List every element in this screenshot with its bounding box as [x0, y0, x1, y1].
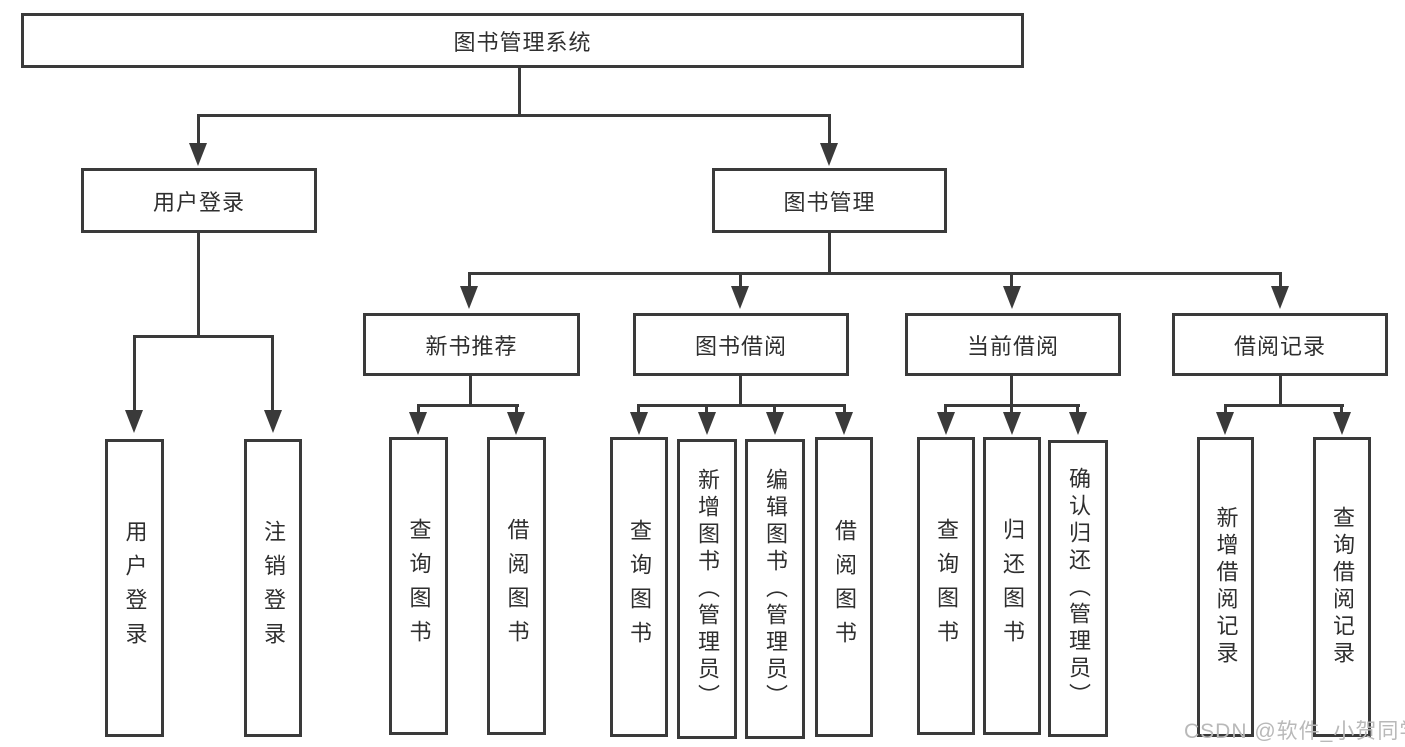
connector-line [417, 404, 519, 407]
leaf-borrow-add-book-admin: 新增图书（管理员） [677, 439, 737, 739]
arrow-down-icon [460, 286, 478, 309]
node-label: 图书管理 [783, 189, 876, 215]
connector-line [417, 404, 420, 414]
connector-line [828, 114, 831, 145]
node-label: 借阅记录 [1233, 333, 1326, 359]
arrow-down-icon [125, 410, 143, 433]
connector-line [1010, 404, 1013, 414]
node-label: 当前借阅 [966, 333, 1059, 359]
node-label: 查询借阅记录 [1330, 506, 1355, 668]
node-label: 查询图书 [406, 518, 432, 654]
leaf-borrow-edit-book-admin: 编辑图书（管理员） [745, 439, 805, 739]
arrow-down-icon [1271, 286, 1289, 309]
connector-line [1076, 404, 1079, 414]
leaf-user-login: 用户登录 [105, 439, 164, 737]
arrow-down-icon [820, 143, 838, 166]
node-label: 图书借阅 [694, 333, 787, 359]
connector-line [944, 404, 947, 414]
connector-line [773, 404, 776, 414]
connector-line [197, 114, 831, 117]
connector-line [637, 404, 846, 407]
arrow-down-icon [507, 412, 525, 435]
arrow-down-icon [835, 412, 853, 435]
connector-line [468, 272, 471, 288]
node-label: 查询图书 [934, 518, 959, 654]
node-book-borrow: 图书借阅 [633, 313, 849, 376]
connector-line [469, 376, 472, 406]
leaf-current-return-book: 归还图书 [983, 437, 1041, 735]
connector-line [515, 404, 518, 414]
node-label: 图书管理系统 [453, 29, 592, 55]
node-book-management: 图书管理 [712, 168, 947, 233]
node-label: 归还图书 [1000, 518, 1025, 654]
node-label: 查询图书 [627, 519, 652, 655]
node-user-login: 用户登录 [81, 168, 317, 233]
leaf-record-add-record: 新增借阅记录 [1197, 437, 1254, 737]
node-root: 图书管理系统 [21, 13, 1024, 68]
connector-line [1224, 404, 1227, 414]
connector-line [1279, 272, 1282, 288]
leaf-record-query-record: 查询借阅记录 [1313, 437, 1371, 737]
connector-line [1224, 404, 1344, 407]
connector-line [197, 114, 200, 145]
connector-line [271, 335, 274, 411]
node-label: 编辑图书（管理员） [763, 467, 788, 711]
connector-line [705, 404, 708, 414]
arrow-down-icon [937, 412, 955, 435]
node-new-book-recommend: 新书推荐 [363, 313, 580, 376]
connector-line [1279, 376, 1282, 406]
connector-line [637, 404, 640, 414]
node-label: 新增借阅记录 [1213, 506, 1239, 668]
connector-line [197, 233, 200, 338]
connector-line [843, 404, 846, 414]
leaf-borrow-borrow-book: 借阅图书 [815, 437, 873, 737]
connector-line [133, 335, 136, 411]
arrow-down-icon [766, 412, 784, 435]
arrow-down-icon [264, 410, 282, 433]
arrow-down-icon [1069, 412, 1087, 435]
arrow-down-icon [731, 286, 749, 309]
arrow-down-icon [630, 412, 648, 435]
connector-line [133, 335, 274, 338]
connector-line [518, 68, 521, 117]
connector-line [468, 272, 1282, 275]
leaf-current-query-book: 查询图书 [917, 437, 975, 735]
connector-line [739, 272, 742, 288]
node-label: 注销登录 [261, 520, 286, 656]
leaf-logout: 注销登录 [244, 439, 302, 737]
arrow-down-icon [1216, 412, 1234, 435]
leaf-newbook-borrow-book: 借阅图书 [487, 437, 546, 735]
connector-line [1010, 272, 1013, 288]
connector-line [1340, 404, 1343, 414]
arrow-down-icon [189, 143, 207, 166]
connector-line [1010, 376, 1013, 406]
connector-line [739, 376, 742, 406]
arrow-down-icon [409, 412, 427, 435]
leaf-newbook-query-book: 查询图书 [389, 437, 448, 735]
watermark-text: CSDN @软件_小贺同学 [1184, 720, 1405, 743]
node-label: 借阅图书 [832, 519, 857, 655]
node-label: 确认归还（管理员） [1066, 467, 1091, 710]
node-label: 借阅图书 [504, 518, 530, 654]
node-label: 用户登录 [152, 189, 245, 215]
node-borrow-record: 借阅记录 [1172, 313, 1388, 376]
connector-line [828, 233, 831, 274]
node-label: 新书推荐 [425, 333, 518, 359]
node-label: 新增图书（管理员） [695, 467, 720, 711]
arrow-down-icon [1003, 286, 1021, 309]
arrow-down-icon [1003, 412, 1021, 435]
leaf-borrow-query-book: 查询图书 [610, 437, 668, 737]
arrow-down-icon [1333, 412, 1351, 435]
arrow-down-icon [698, 412, 716, 435]
node-label: 用户登录 [122, 520, 148, 656]
node-current-borrow: 当前借阅 [905, 313, 1121, 376]
leaf-current-confirm-return-admin: 确认归还（管理员） [1048, 440, 1108, 737]
